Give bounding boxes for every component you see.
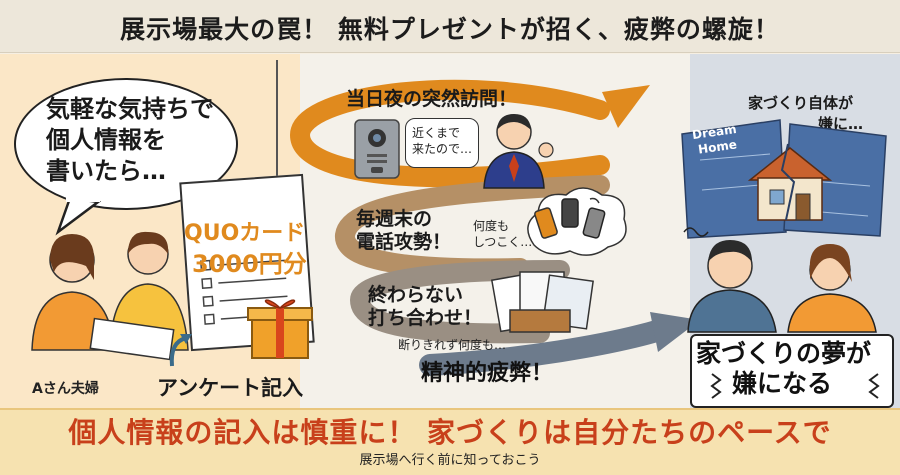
phone-cloud bbox=[527, 187, 627, 256]
spiral-arrowhead-bottom bbox=[650, 312, 700, 352]
speech-line-3: 書いたら… bbox=[46, 157, 166, 185]
page-title: 展示場最大の罠！ 無料プレゼントが招く、疲弊の螺旋！ bbox=[120, 15, 780, 44]
shock-marks-icon bbox=[710, 373, 880, 399]
result-line-1: 家づくりの夢が bbox=[696, 339, 872, 368]
intercom-icon bbox=[354, 119, 400, 179]
gift-card-line-2: 3000円分 bbox=[192, 250, 307, 278]
footer-main-message: 個人情報の記入は慎重に！ 家づくりは自分たちのペースで bbox=[68, 416, 832, 449]
call-title-line-2: 電話攻勢！ bbox=[356, 231, 452, 253]
call-title-line-1: 毎週末の bbox=[356, 208, 433, 230]
couple-label: Aさん夫婦 bbox=[32, 381, 99, 397]
speech-line-1: 気軽な気持ちで bbox=[46, 95, 214, 123]
spiral-arrowhead-top bbox=[602, 85, 650, 128]
meeting-title-line-1: 終わらない bbox=[368, 284, 464, 306]
gift-box-icon bbox=[247, 299, 313, 359]
troubled-couple-illustration bbox=[683, 227, 877, 333]
broken-blueprint-illustration bbox=[681, 119, 887, 239]
exhaustion-label: 精神的疲弊！ bbox=[421, 361, 554, 386]
salesman-illustration bbox=[483, 114, 554, 189]
curved-arrow-icon bbox=[169, 334, 192, 367]
call-note-line-1: 何度も bbox=[473, 219, 510, 233]
spiral-arrow-bottom bbox=[419, 319, 671, 376]
visit-speech-bubble bbox=[405, 118, 479, 168]
visit-title: 当日夜の突然訪問！ bbox=[346, 88, 518, 110]
speech-bubble-tail bbox=[55, 194, 102, 236]
visit-speech-line-1: 近くまで bbox=[412, 126, 461, 140]
refuse-note: 断りきれず何度も… bbox=[398, 338, 507, 352]
speech-line-2: 個人情報を bbox=[46, 126, 166, 154]
couple-illustration bbox=[31, 231, 189, 361]
result-line-2: 嫌になる bbox=[732, 369, 833, 398]
title-bar bbox=[0, 0, 900, 53]
gift-card-line-1: QUOカード bbox=[184, 221, 306, 246]
meeting-title-line-2: 打ち合わせ！ bbox=[368, 307, 483, 329]
footer-sub-message: 展示場へ行く前に知っておこう bbox=[359, 453, 541, 468]
survey-label: アンケート記入 bbox=[157, 376, 304, 400]
visit-speech-line-2: 来たので… bbox=[412, 142, 473, 156]
spiral-arrow-top bbox=[289, 79, 610, 188]
thought-line-1: 家づくり自体が bbox=[748, 94, 854, 112]
footer-bar bbox=[0, 408, 900, 475]
meeting-papers-illustration bbox=[490, 271, 594, 333]
result-box bbox=[690, 334, 894, 408]
call-note-line-2: しつこく… bbox=[473, 235, 533, 249]
spiral-arrow-low bbox=[349, 260, 570, 344]
